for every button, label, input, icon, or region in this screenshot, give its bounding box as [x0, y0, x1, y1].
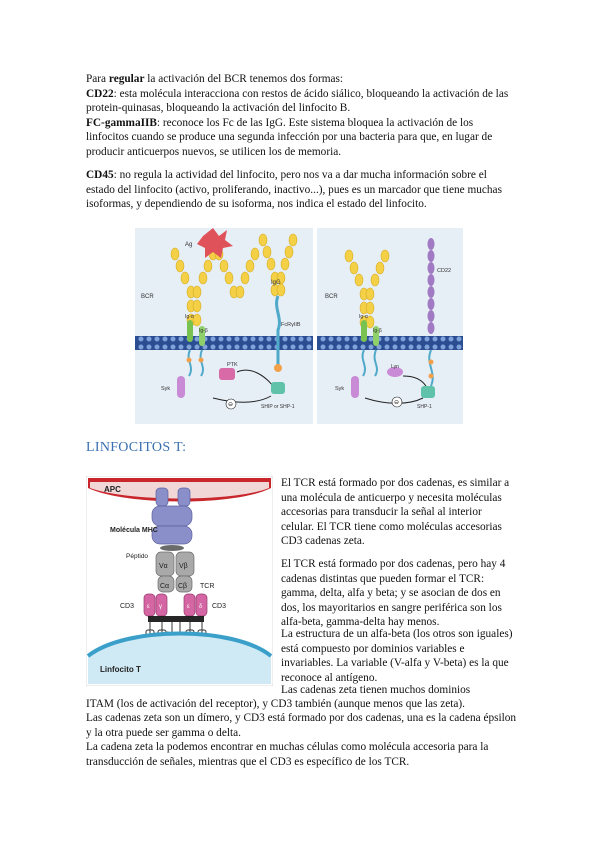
igg-antibody [258, 233, 298, 297]
ig-alpha-left [187, 320, 193, 342]
bcr-right-antibody [344, 249, 390, 329]
cd45-text: : no regula la actividad del linfocito, … [86, 169, 502, 211]
ig-alpha-label-left: Ig-α [185, 314, 194, 320]
ig-alpha-right [361, 320, 367, 342]
igg-label: IgG [271, 280, 281, 286]
tcr-paragraph-6: La cadena zeta la podemos encontrar en m… [86, 741, 489, 768]
linfocito-label: Linfocito T [100, 665, 141, 674]
apc-label: APC [104, 485, 121, 494]
ig-beta-left [199, 326, 205, 346]
mhc-molecule [151, 487, 193, 545]
bcr-label-right: BCR [325, 294, 338, 300]
cd45-paragraph: CD45: no regula la actividad del linfoci… [86, 168, 518, 212]
tcr-label: TCR [200, 583, 214, 590]
fcr-receptor [274, 295, 282, 372]
epsilon-right-label: ε [187, 604, 190, 610]
tcr-paragraph-3: La estructura de un alfa-beta (los otros… [281, 628, 513, 684]
fcgamma-text: : reconoce los Fc de las IgG. Este siste… [86, 116, 493, 158]
cd3-label-right: CD3 [212, 603, 226, 610]
tcr-paragraph-1: El TCR está formado por dos cadenas, es … [281, 477, 510, 548]
ig-beta-label-right: Ig-β [373, 328, 382, 334]
membrane-right [317, 336, 463, 350]
c-alpha-label: Cα [160, 583, 169, 590]
shp1-box [421, 386, 435, 398]
epsilon-left-label: ε [147, 604, 150, 610]
right-panel-bg [317, 228, 463, 424]
ag-label: Ag [185, 242, 192, 248]
ship-box [271, 382, 285, 394]
intro-text-pre: Para [86, 73, 109, 85]
ig-beta-label-left: Ig-β [199, 328, 208, 334]
ig-alpha-label-right: Ig-α [359, 314, 368, 320]
bcr-label-left: BCR [141, 294, 154, 300]
fcgamma-term: FC-gammaIIB [86, 116, 157, 129]
minus-left: ⊖ [228, 402, 233, 408]
peptide-label: Péptido [126, 553, 148, 560]
intro-bold-word: regular [108, 73, 145, 85]
tcr-paragraph-2: El TCR está formado por dos cadenas, per… [281, 558, 506, 629]
cd22-fig-label: CD22 [437, 268, 451, 274]
mhc-label: Molécula MHC [110, 527, 158, 534]
syk-right [351, 376, 359, 398]
intro-paragraph: Para regular la activación del BCR tenem… [86, 72, 518, 160]
cd22-term: CD22 [86, 87, 114, 100]
antigen-shape [197, 228, 233, 258]
tcr-molecule [155, 551, 195, 593]
cd22-text: : esta molécula interacciona con restos … [86, 87, 509, 115]
c-beta-label: Cβ [178, 583, 187, 590]
tcr-complex-figure: APC Molécula MHC Péptido Vα Vβ Cα Cβ TCR… [86, 476, 273, 686]
cd3-label-left: CD3 [120, 603, 134, 610]
cd45-term: CD45 [86, 169, 114, 181]
lymphocyte-cell [88, 633, 271, 684]
minus-right: ⊖ [394, 400, 399, 406]
tcr-paragraph-5: Las cadenas zeta son un dímero, y CD3 es… [86, 712, 517, 739]
section-heading: LINFOCITOS T: [86, 440, 187, 455]
ig-beta-right [373, 326, 379, 346]
lyn-shape [387, 367, 403, 377]
delta-label: δ [199, 604, 203, 610]
tcr-paragraph-4a: Las cadenas zeta tienen muchos dominios [281, 684, 471, 696]
syk-label-right: Syk [335, 386, 344, 392]
gamma-label: γ [159, 604, 162, 610]
syk-label-left: Syk [161, 386, 170, 392]
ship-label-right: SHP-1 [417, 404, 432, 410]
lyn-label: Lyn [391, 364, 399, 370]
v-beta-label: Vβ [179, 563, 188, 570]
syk-left [177, 376, 185, 398]
peptide-shape [160, 545, 184, 551]
ptk-box [219, 368, 235, 380]
membrane-left [135, 336, 313, 350]
cd22-molecule [427, 238, 435, 334]
v-alpha-label: Vα [159, 563, 168, 570]
ship-label-left: SHIP or SHP-1 [261, 404, 295, 410]
intro-text-post: la activación del BCR tenemos dos formas… [144, 73, 344, 85]
ptk-label: PTK [227, 362, 238, 368]
fcr-label: FcRγIIB [281, 322, 301, 328]
tcr-paragraph-4b: ITAM (los de activación del receptor), y… [86, 698, 465, 710]
bcr-regulation-figure: Ag IgG BCR FcRγIIB Ig-α Ig-β Syk PTK ⊖ S… [133, 226, 465, 426]
